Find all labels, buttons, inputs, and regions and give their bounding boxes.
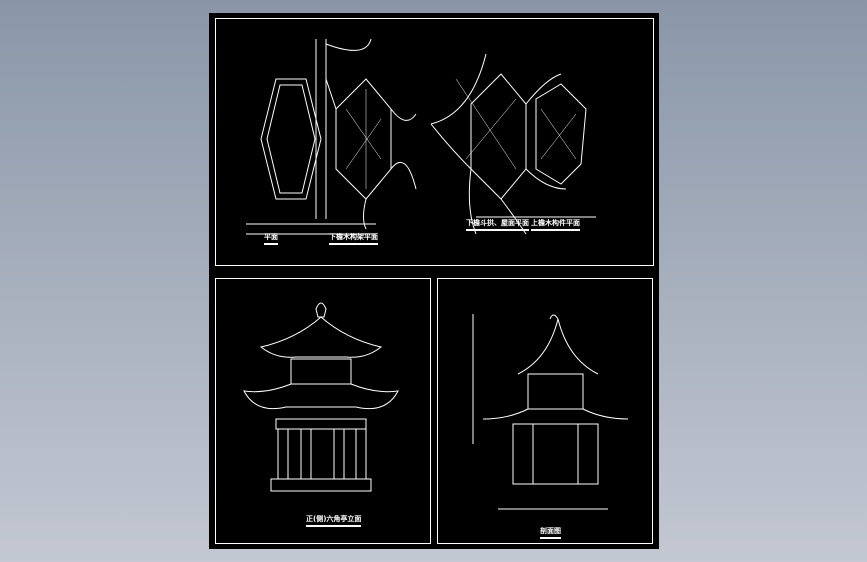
label-section: 剖面图 (540, 527, 561, 539)
label-lower-eave-frame-plan: 下檐木构架平面 (329, 233, 378, 245)
label-plan: 平面 (264, 233, 278, 245)
label-upper-eave-plan: 上檐木构件平面 (531, 219, 580, 231)
plan-drawings (246, 38, 596, 235)
elevation-drawing (243, 302, 399, 492)
elevation-panel: 正(侧)六角亭立面 (215, 278, 431, 544)
label-elevation: 正(侧)六角亭立面 (306, 515, 362, 527)
section-panel: 剖面图 (437, 278, 653, 544)
section-drawing (472, 314, 629, 510)
drawing-sheet: 平面 下檐木构架平面 下檐斗拱、屋面平面 上檐木构件平面 正(侧)六角亭立面 剖… (209, 13, 659, 549)
plan-panel: 平面 下檐木构架平面 下檐斗拱、屋面平面 上檐木构件平面 (215, 18, 654, 266)
label-lower-eave-roof-plan: 下檐斗拱、屋面平面 (466, 219, 529, 231)
